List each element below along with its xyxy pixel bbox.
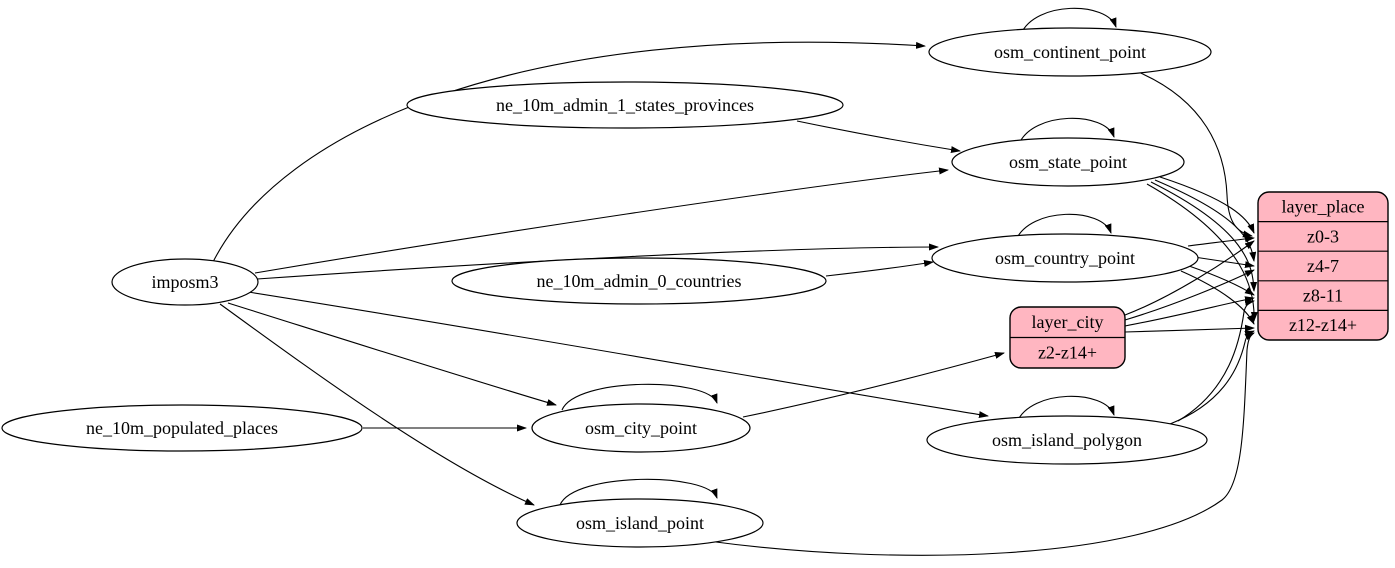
edge-ne_10m_admin_0_countries--osm_country_point [825, 259, 934, 277]
node-imposm3 [111, 258, 259, 306]
record-row-label-layer_place-0: layer_place [1282, 197, 1365, 217]
edge-osm_country_point--layer_place:z12-z14+ [1180, 270, 1255, 325]
node-osm_state_point [951, 137, 1185, 187]
self-loop-osm_city_point [561, 383, 718, 411]
edge-layer_city--layer_place:z12-z14+ [1124, 324, 1255, 333]
edge-osm_city_point--layer_city:z2-z14+ [742, 352, 1005, 418]
edge-layer_city--layer_place:z8-11 [1124, 296, 1255, 327]
self-loop-osm_state_point [1018, 117, 1115, 145]
node-label-ne_10m_populated_places: ne_10m_populated_places [86, 418, 278, 438]
node-osm_island_point [516, 498, 764, 548]
node-osm_island_polygon [926, 415, 1208, 465]
record-row-label-layer_place-1: z0-3 [1307, 226, 1339, 246]
edge-osm_island_point--layer_place:z12-z14+ [707, 332, 1255, 556]
node-osm_city_point [531, 403, 751, 453]
edge-osm_state_point--layer_place:z4-7 [1154, 179, 1257, 262]
node-label-ne_10m_admin_0_countries: ne_10m_admin_0_countries [537, 271, 742, 291]
node-label-osm_continent_point: osm_continent_point [994, 42, 1146, 62]
node-ne_10m_admin_0_countries [451, 257, 827, 305]
edge-imposm3--osm_island_polygon [247, 291, 989, 419]
node-ne_10m_admin_1_states_provinces [406, 81, 844, 129]
edge-imposm3--osm_island_point [219, 303, 535, 506]
node-ne_10m_populated_places [1, 404, 363, 452]
edge-imposm3--osm_state_point [254, 167, 949, 274]
edge-osm_island_polygon--layer_place:z8-11 [1177, 299, 1255, 422]
edge-osm_state_point--layer_place:z8-11 [1150, 181, 1258, 292]
edge-imposm3--osm_country_point [256, 243, 939, 280]
edge-imposm3--osm_city_point [227, 302, 557, 406]
nodes-layer: imposm3 ne_10m_admin_1_states_provincesne… [1, 27, 1389, 548]
record-row-label-layer_city-0: layer_city [1032, 312, 1104, 332]
edge-osm_state_point--layer_place:z12-z14+ [1146, 183, 1258, 322]
self-loop-osm_continent_point [1020, 7, 1117, 35]
record-row-label-layer_place-2: z4-7 [1307, 256, 1339, 276]
node-label-osm_island_polygon: osm_island_polygon [992, 430, 1142, 450]
node-osm_country_point [931, 233, 1199, 283]
node-label-osm_country_point: osm_country_point [995, 248, 1135, 268]
node-label-osm_state_point: osm_state_point [1009, 152, 1127, 172]
edge-osm_country_point--layer_place:z0-3 [1187, 235, 1255, 247]
record-row-label-layer_place-4: z12-z14+ [1289, 315, 1357, 335]
edge-layer_city--layer_place:z4-7 [1124, 269, 1255, 321]
record-row-label-layer_city-1: z2-z14+ [1038, 343, 1097, 363]
node-label-osm_island_point: osm_island_point [576, 513, 704, 533]
edge-osm_island_polygon--layer_place:z12-z14+ [1169, 330, 1255, 425]
record-layer_place [1257, 191, 1389, 341]
node-osm_continent_point [928, 27, 1212, 77]
edge-osm_country_point--layer_place:z8-11 [1188, 265, 1255, 296]
record-row-label-layer_place-3: z8-11 [1303, 286, 1343, 306]
edge-imposm3--osm_continent_point [212, 41, 926, 263]
edge-layer_city--layer_place:z0-3 [1124, 240, 1255, 316]
node-label-imposm3: imposm3 [151, 272, 218, 292]
self-loop-osm_island_polygon [1016, 395, 1115, 423]
self-loop-osm_country_point [1015, 213, 1112, 241]
edge-ne_10m_admin_1_states_provinces--osm_state_point [796, 120, 961, 154]
edge-osm_state_point--layer_place:z0-3 [1159, 176, 1255, 234]
self-loop-osm_island_point [559, 478, 718, 506]
node-label-ne_10m_admin_1_states_provinces: ne_10m_admin_1_states_provinces [496, 95, 754, 115]
edges-layer [212, 7, 1258, 556]
node-label-osm_city_point: osm_city_point [585, 418, 697, 438]
